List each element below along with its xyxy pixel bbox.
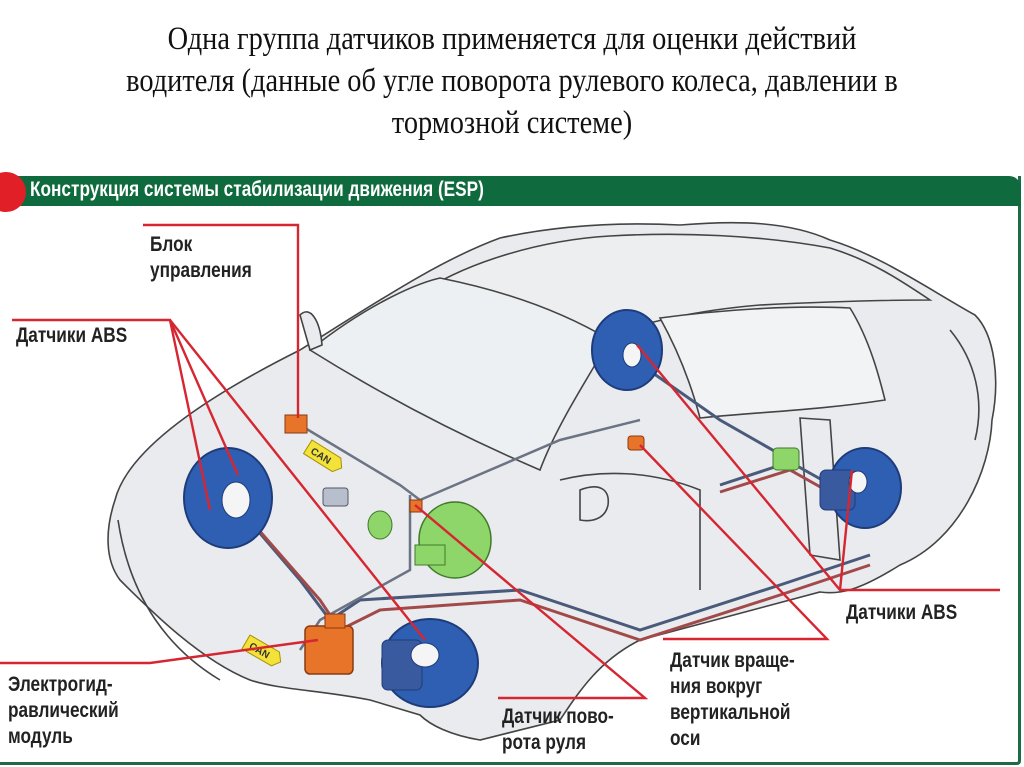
leader-abs-right-2 — [838, 469, 854, 591]
leader-lines — [0, 223, 1000, 700]
label-abs-sensors-left: Датчики ABS — [16, 323, 127, 349]
side-window — [658, 306, 886, 419]
control-unit-box — [284, 414, 308, 434]
front-door-handle — [579, 486, 609, 522]
brake-disc-front-right — [381, 618, 479, 708]
label-yaw-line-4: оси — [670, 727, 701, 750]
label-steering-line-2: рота руля — [502, 731, 587, 754]
label-hydraulic-module-line-1: Электрогид- — [8, 673, 113, 696]
mirror — [299, 311, 323, 352]
label-steering-angle-sensor: Датчик пово- рота руля — [502, 704, 614, 756]
label-hydraulic-module-line-3: модуль — [8, 725, 73, 748]
brake-disc-front-left — [183, 447, 273, 549]
title-line-3: тормозной системе) — [391, 105, 633, 141]
label-abs-sensors-right: Датчики ABS — [846, 600, 957, 626]
title-line-1: Одна группа датчиков применяется для оце… — [167, 21, 857, 57]
diagram-header-text: Конструкция системы стабилизации движени… — [30, 178, 484, 201]
leader-control-unit — [143, 223, 300, 418]
label-control-unit-line-1: Блок — [150, 233, 193, 256]
slide-title: Одна группа датчиков применяется для оце… — [72, 18, 953, 144]
label-abs-sensors-left-line-1: Датчики ABS — [16, 324, 128, 347]
rear-valve-green — [772, 447, 800, 471]
brake-line-blue — [238, 509, 871, 632]
label-yaw-line-3: вертикальной — [670, 701, 791, 724]
leader-abs-left-2 — [169, 319, 426, 641]
rear-wheel-arch — [799, 417, 841, 561]
rear-bumper — [949, 329, 980, 441]
brake-disc-rear-left — [591, 309, 663, 391]
title-line-2: водителя (данные об угле поворота рулево… — [126, 63, 898, 99]
leader-steering — [414, 504, 649, 700]
label-hydraulic-module-line-2: равлический — [8, 699, 119, 722]
label-control-unit-line-2: управления — [150, 259, 252, 282]
label-hydraulic-module: Электрогид- равлический модуль — [8, 672, 119, 750]
car-body — [107, 221, 997, 741]
hydraulic-module-part — [304, 613, 354, 675]
label-yaw-line-1: Датчик враще- — [670, 649, 795, 672]
label-yaw-line-2: ния вокруг — [670, 675, 763, 698]
brake-line-red — [248, 519, 871, 642]
leader-hydraulic — [0, 638, 319, 665]
car-diagram: CAN CAN — [0, 221, 1000, 741]
door-line — [559, 472, 701, 590]
esp-diagram-panel: CAN CAN Конструкция системы стабилизации… — [0, 172, 1021, 765]
leader-yaw — [639, 444, 830, 641]
label-steering-line-1: Датчик пово- — [502, 705, 614, 728]
label-abs-sensors-right-line-1: Датчики ABS — [846, 601, 958, 624]
diagram-header: Конструкция системы стабилизации движени… — [0, 172, 1021, 212]
front-bumper — [117, 519, 221, 681]
leader-abs-left-3 — [168, 319, 212, 511]
sensor-module-grey — [322, 487, 349, 507]
label-control-unit: Блок управления — [150, 232, 252, 284]
label-yaw-rate-sensor: Датчик враще- ния вокруг вертикальной ос… — [670, 648, 795, 752]
